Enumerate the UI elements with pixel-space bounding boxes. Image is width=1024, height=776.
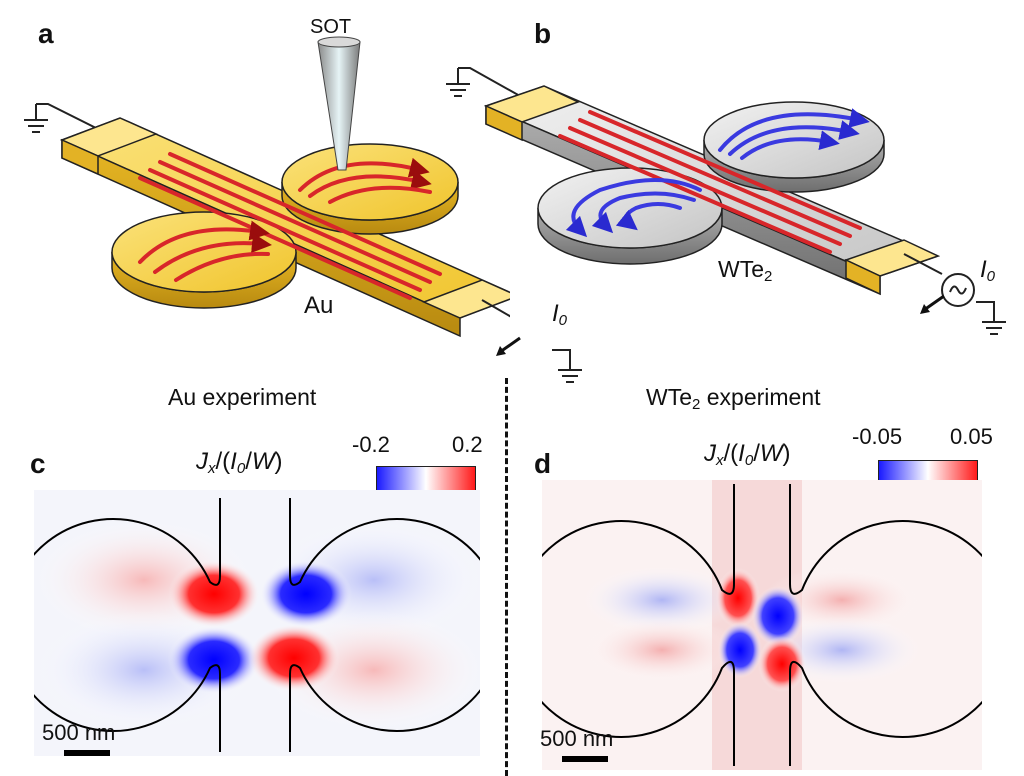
panel-a-device-illustration [24,36,510,338]
au-material-label: Au [304,292,334,319]
panel-b-letter: b [534,18,552,49]
wte2-material-label: WTe2 [718,256,772,285]
current-subscript-a: 0 [558,312,568,329]
panel-c-title: Au experiment [168,384,317,410]
c-jx-W: W [251,448,275,475]
d-current-density-map [542,480,982,770]
ground-icon-b-right [976,301,1006,335]
wte2-material-text: WTe [718,256,764,282]
d-hotspot-red-upper [716,568,760,628]
panel-c-letter: c [30,448,46,479]
panel-d-title: WTe2 experiment [646,384,821,413]
c-device-outline [34,498,480,752]
d-jx-mid: /( [723,440,739,467]
current-source-icon-a [481,299,510,318]
d-title-text: WTe [646,384,692,410]
d-hotspot-blue-center [752,586,804,646]
c-hotspot-red-upper-left [168,560,260,628]
d-jx-I-sub: 0 [744,452,754,469]
d-hotspot-red-lower [758,636,806,692]
c-hotspot-blue-lower-left [168,626,260,694]
c-jx-I-sub: 0 [236,460,246,477]
panel-divider [505,378,508,776]
c-jx-slash: / [245,448,252,475]
current-source-icon-b [903,253,975,307]
ground-icon-a-left [24,103,97,133]
sot-probe [317,36,361,171]
d-colorbar-min-label: -0.05 [852,424,903,449]
d-title-suffix: experiment [700,384,821,410]
d-scale-bar [562,756,608,762]
current-subscript-b: 0 [986,268,996,285]
panel-d-letter: d [534,448,552,479]
c-jx-mid: /( [215,448,231,475]
d-jx-slash: / [753,440,760,467]
current-symbol-b: I [980,256,987,283]
current-vortices-a [138,157,432,282]
current-symbol-a: I [552,300,559,327]
contact-pad-a-right [422,279,510,319]
c-colorbar-max-label: 0.2 [452,432,483,457]
current-label-b: I0 [980,256,995,285]
c-scale-label: 500 nm [42,720,116,745]
d-jx-symbol: J [704,440,716,467]
c-jx-symbol: J [196,448,208,475]
d-jx-W: W [759,440,783,467]
c-colorbar-min-label: -0.2 [352,432,390,457]
ground-icon-b-left [446,67,521,97]
d-jx-sub: x [716,452,724,469]
d-device-outline [542,484,982,766]
c-hotspot-red-lower-right [248,624,340,692]
d-jx-end: ) [782,440,791,467]
current-vortices-b [565,108,870,238]
c-hotspot-blue-upper-right [260,560,352,628]
current-label-a: I0 [552,300,567,329]
wte2-bar [483,85,941,277]
d-title-subscript: 2 [692,396,701,413]
wte2-material-subscript: 2 [764,268,773,285]
d-jx-I: I [738,440,745,467]
probe-label: SOT [310,16,352,38]
panel-b-device-illustration [446,67,975,307]
d-hotspot-blue-lower [718,622,762,678]
panel-c-quantity-label: Jx/(I0/W) [196,448,283,477]
ground-icon-a-right [552,349,582,383]
c-jx-sub: x [208,460,216,477]
c-jx-end: ) [274,448,283,475]
c-scale-bar [64,750,110,756]
panel-a-letter: a [38,18,54,49]
c-jx-I: I [230,448,237,475]
current-direction-arrow-a [496,336,521,356]
current-direction-arrow-b [920,294,945,314]
current-streamlines-b [558,110,862,254]
d-colorbar-max-label: 0.05 [950,424,993,449]
c-colorbar [376,466,476,492]
d-scale-label: 500 nm [540,726,614,751]
c-current-density-map [34,490,480,756]
panel-d-quantity-label: Jx/(I0/W) [704,440,791,469]
current-streamlines-a [138,152,442,300]
